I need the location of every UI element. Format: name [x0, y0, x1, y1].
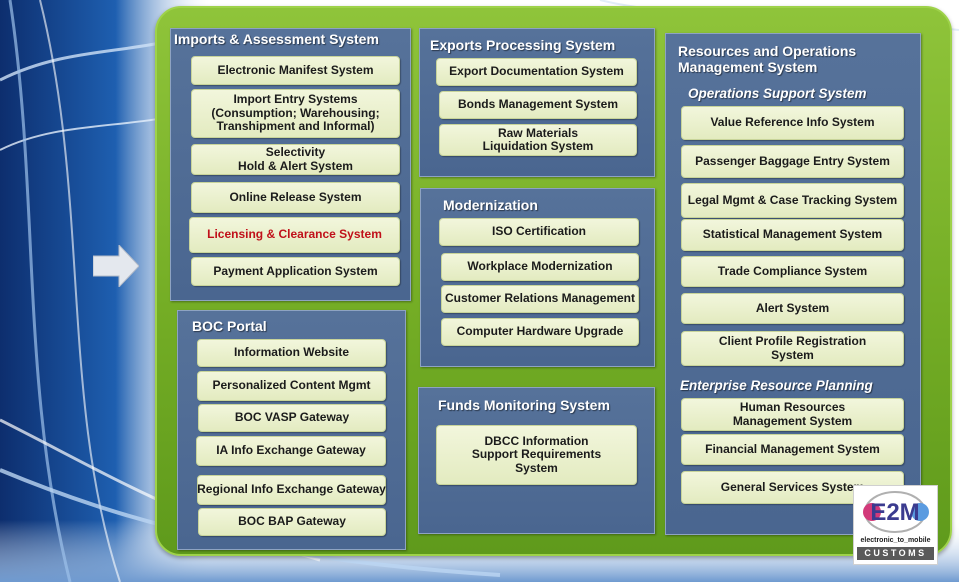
exports-item: Raw Materials Liquidation System: [439, 124, 637, 156]
modernization-item: Computer Hardware Upgrade: [441, 318, 639, 346]
erp-item: Human Resources Management System: [681, 398, 904, 431]
ops-item: Legal Mgmt & Case Tracking System: [681, 183, 904, 218]
imports-title: Imports & Assessment System: [174, 31, 379, 47]
erp-title: Enterprise Resource Planning: [680, 378, 873, 393]
ops-item: Passenger Baggage Entry System: [681, 145, 904, 178]
ops-item: Value Reference Info System: [681, 106, 904, 140]
imports-item: Selectivity Hold & Alert System: [191, 144, 400, 175]
portal-item: IA Info Exchange Gateway: [196, 436, 386, 466]
portal-item: BOC BAP Gateway: [198, 508, 386, 536]
e2m-emblem-icon: E2M: [863, 491, 929, 533]
ops-item: Trade Compliance System: [681, 256, 904, 287]
erp-item: Financial Management System: [681, 434, 904, 465]
portal-item: Regional Info Exchange Gateway: [197, 475, 386, 505]
portal-title: BOC Portal: [192, 318, 267, 334]
right-arrow-icon: [93, 245, 139, 287]
logo-tagline: electronic_to_mobile: [860, 537, 931, 544]
modernization-item: ISO Certification: [439, 218, 639, 246]
portal-item: BOC VASP Gateway: [198, 404, 386, 432]
imports-item: Electronic Manifest System: [191, 56, 400, 85]
ops-item: Alert System: [681, 293, 904, 324]
svg-text:E2M: E2M: [870, 499, 919, 526]
exports-title: Exports Processing System: [430, 37, 616, 53]
modernization-title: Modernization: [443, 197, 538, 213]
exports-item: Export Documentation System: [436, 58, 637, 86]
ops-item: Client Profile Registration System: [681, 331, 904, 366]
imports-item: Import Entry Systems (Consumption; Wareh…: [191, 89, 400, 138]
imports-item-highlighted: Licensing & Clearance System: [189, 217, 400, 253]
funds-item: DBCC Information Support Requirements Sy…: [436, 425, 637, 485]
resources-title: Resources and Operations Management Syst…: [678, 43, 857, 75]
modernization-item: Customer Relations Management: [441, 285, 639, 313]
exports-item: Bonds Management System: [439, 91, 637, 119]
portal-item: Information Website: [197, 339, 386, 367]
imports-item: Online Release System: [191, 182, 400, 213]
logo-band: CUSTOMS: [857, 547, 934, 560]
ops-item: Statistical Management System: [681, 219, 904, 251]
ops-support-title: Operations Support System: [688, 86, 867, 101]
funds-title: Funds Monitoring System: [438, 397, 610, 413]
e2m-customs-logo: E2M electronic_to_mobile CUSTOMS: [853, 485, 938, 565]
imports-item: Payment Application System: [191, 257, 400, 286]
modernization-item: Workplace Modernization: [441, 253, 639, 281]
portal-item: Personalized Content Mgmt: [197, 371, 386, 401]
